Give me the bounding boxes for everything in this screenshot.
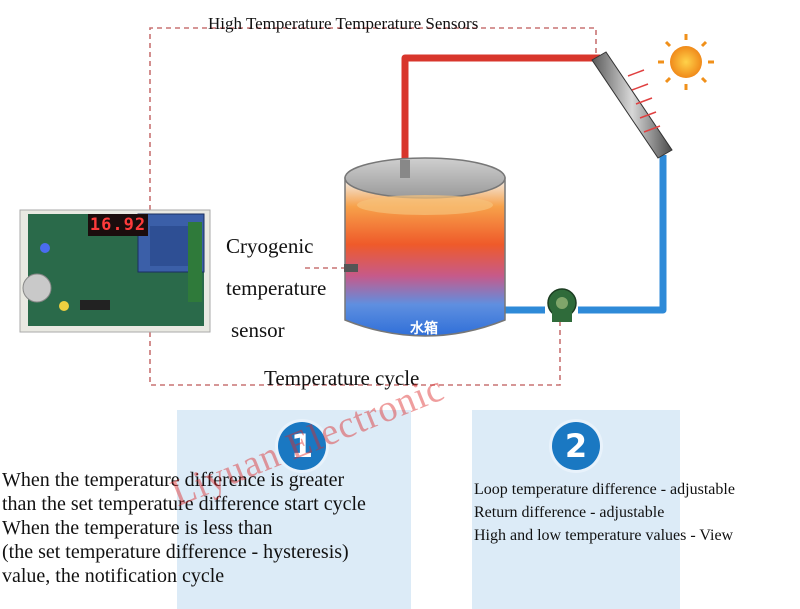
step-1-line: When the temperature is less than <box>2 517 273 539</box>
water-tank <box>344 157 506 337</box>
step-1-line: value, the notification cycle <box>2 565 225 587</box>
temperature-cycle-label: Temperature cycle <box>264 366 420 390</box>
step-1-line: (the set temperature difference - hyster… <box>2 541 349 563</box>
step-1-line: than the set temperature difference star… <box>2 493 366 515</box>
step-1-badge: 1 <box>278 422 326 470</box>
hot-pipe <box>401 54 600 165</box>
controller-board <box>19 209 211 333</box>
cryogenic-sensor-probe <box>344 264 358 272</box>
step-2-line: High and low temperature values - View <box>474 527 734 544</box>
step-1-line: When the temperature difference is great… <box>2 469 345 491</box>
step-2-line: Return difference - adjustable <box>474 504 665 521</box>
high-temperature-sensors-label: High Temperature Temperature Sensors <box>208 14 479 33</box>
sun-icon <box>658 34 714 90</box>
sensor-wire-loop <box>149 27 597 386</box>
cryogenic-label-line-2: temperature <box>226 276 327 300</box>
tank-label: 水箱 <box>410 321 438 337</box>
step-2-description: Loop temperature difference - adjustable… <box>474 478 735 547</box>
cryogenic-label-line-1: Cryogenic <box>226 234 314 258</box>
controller-display: 16.92 <box>88 214 148 236</box>
step-2-badge: 2 <box>552 422 600 470</box>
cryogenic-label-line-3: sensor <box>231 318 285 342</box>
solar-collector <box>591 51 673 159</box>
step-2-line: Loop temperature difference - adjustable <box>474 481 735 498</box>
circulation-pump <box>547 288 577 322</box>
cold-pipe <box>500 155 667 314</box>
step-1-description: When the temperature difference is great… <box>2 468 366 588</box>
sunlight-arrows <box>627 69 661 133</box>
